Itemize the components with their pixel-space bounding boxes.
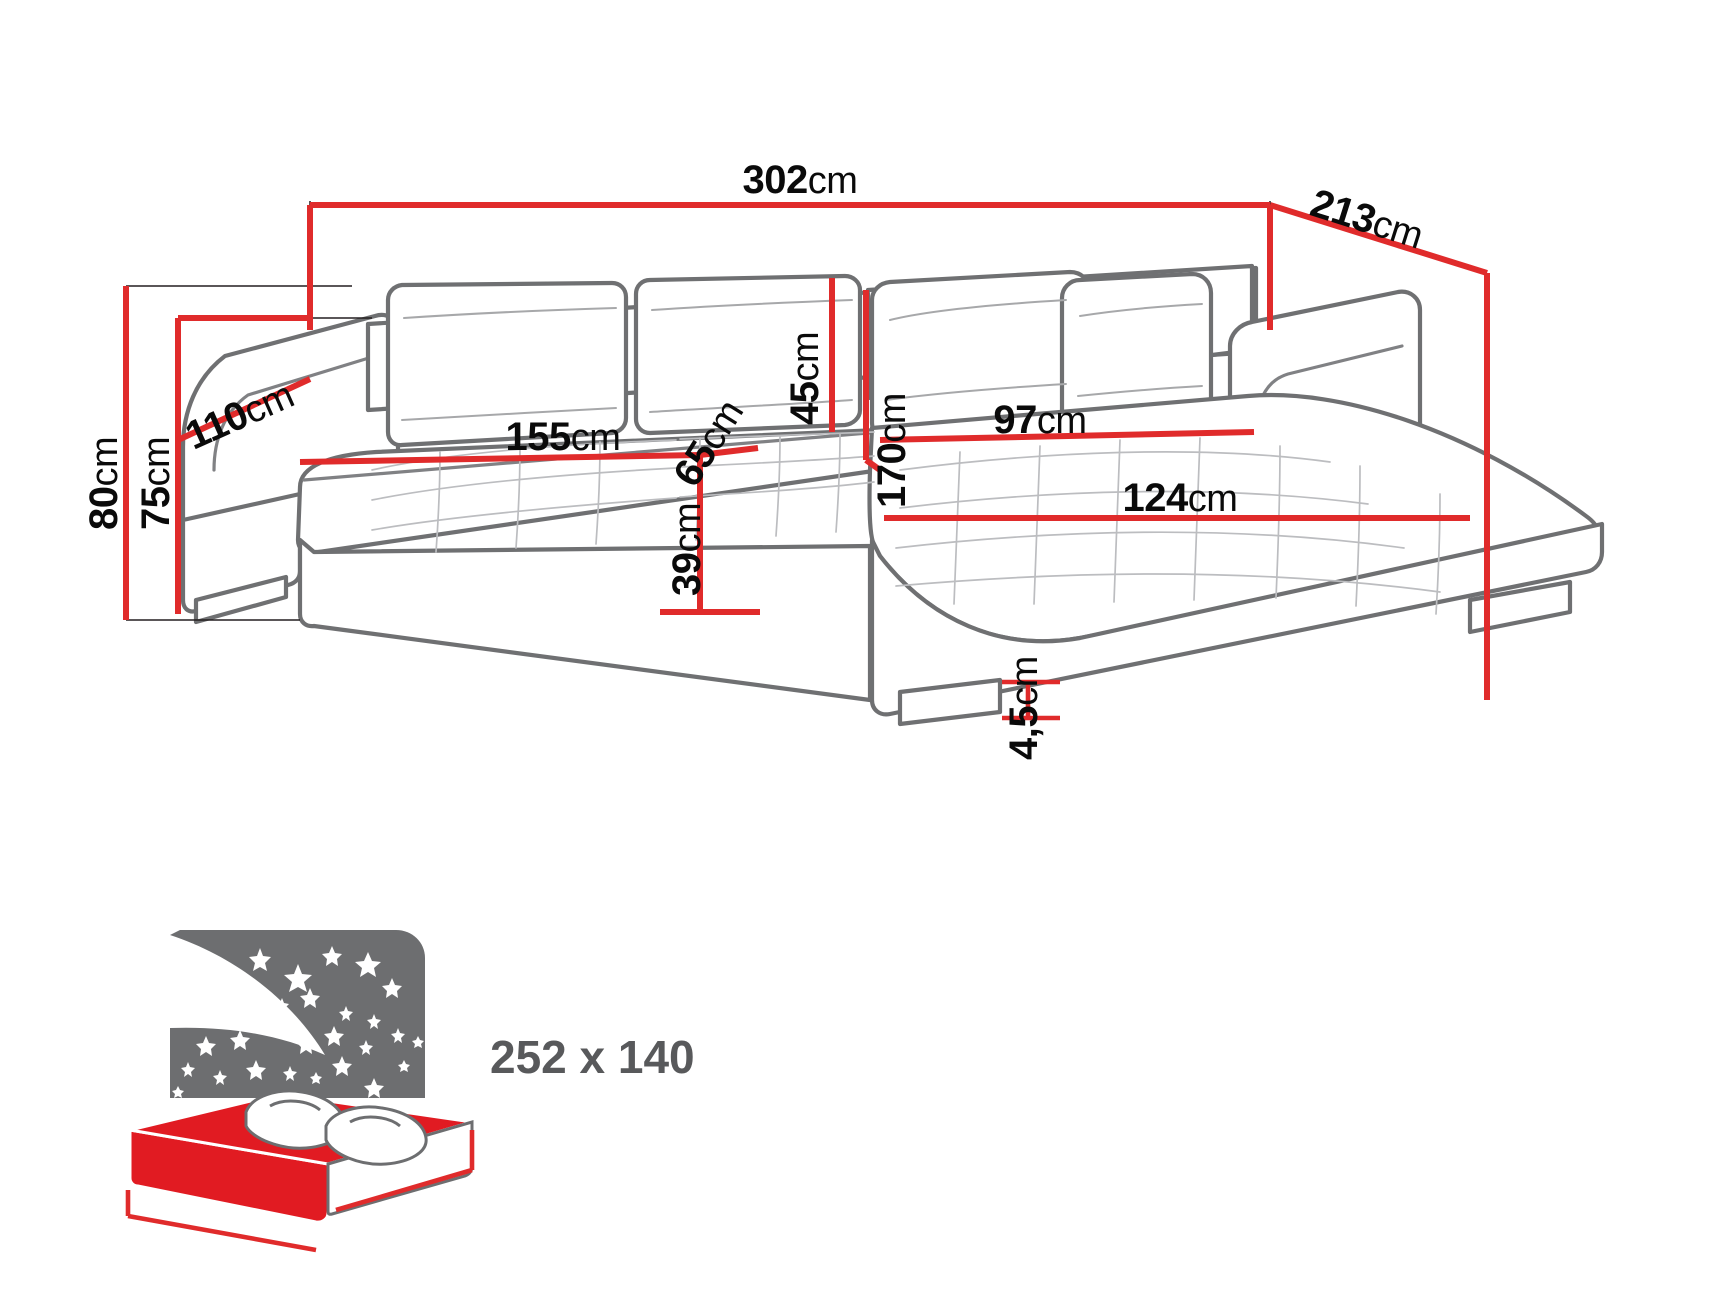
dim-label-302cm: 302cm xyxy=(743,160,858,200)
dim-label-75cm: 75cm xyxy=(134,436,178,531)
dim-value-124: 124 xyxy=(1122,476,1189,520)
dim-label-155cm: 155cm xyxy=(506,417,621,457)
sleeping-area-size-label: 252 x 140 xyxy=(490,1031,695,1083)
star-pattern xyxy=(172,946,424,1098)
dim-unit-124: cm xyxy=(1187,478,1238,520)
dim-unit-39: cm xyxy=(667,502,709,553)
dim-line-170cm xyxy=(863,290,882,473)
dim-label-124cm: 124cm xyxy=(1123,478,1238,518)
dim-value-45: 45 xyxy=(783,381,827,426)
dim-value-4-5: 4,5 xyxy=(1002,705,1046,760)
dim-unit-75: cm xyxy=(136,436,178,487)
dim-line-97cm xyxy=(879,429,1255,443)
dim-unit-4-5: cm xyxy=(1004,656,1046,706)
dim-value-155: 155 xyxy=(505,415,572,459)
dim-unit-45: cm xyxy=(785,331,827,382)
dim-line-39cm xyxy=(660,455,760,615)
dim-line-45mm xyxy=(1002,679,1060,721)
seat-tufting-left xyxy=(371,431,875,553)
dim-value-75: 75 xyxy=(134,486,178,531)
dim-label-97cm: 97cm xyxy=(993,398,1087,442)
dim-line-155cm xyxy=(299,452,701,465)
dim-label-45cm: 45cm xyxy=(783,331,827,426)
dim-label-4-5cm: 4,5cm xyxy=(1002,656,1046,760)
dim-label-170cm: 170cm xyxy=(870,393,914,508)
dim-line-110cm xyxy=(176,315,312,443)
sleeping-area-icon xyxy=(125,930,475,1253)
dim-unit-302: cm xyxy=(807,160,858,202)
dim-unit-155: cm xyxy=(570,417,621,459)
dim-unit-80: cm xyxy=(84,436,126,487)
dim-value-97: 97 xyxy=(993,398,1037,442)
dim-unit-170: cm xyxy=(872,393,914,443)
dim-value-170: 170 xyxy=(870,442,914,508)
dim-value-80: 80 xyxy=(82,486,126,531)
dim-label-80cm: 80cm xyxy=(82,436,126,531)
dim-line-213cm xyxy=(1269,202,1490,700)
dim-value-39: 39 xyxy=(665,552,709,597)
dim-line-302cm xyxy=(307,202,1273,330)
dim-value-302: 302 xyxy=(742,158,809,202)
dim-label-39cm: 39cm xyxy=(665,502,709,597)
dim-unit-97: cm xyxy=(1036,400,1087,442)
